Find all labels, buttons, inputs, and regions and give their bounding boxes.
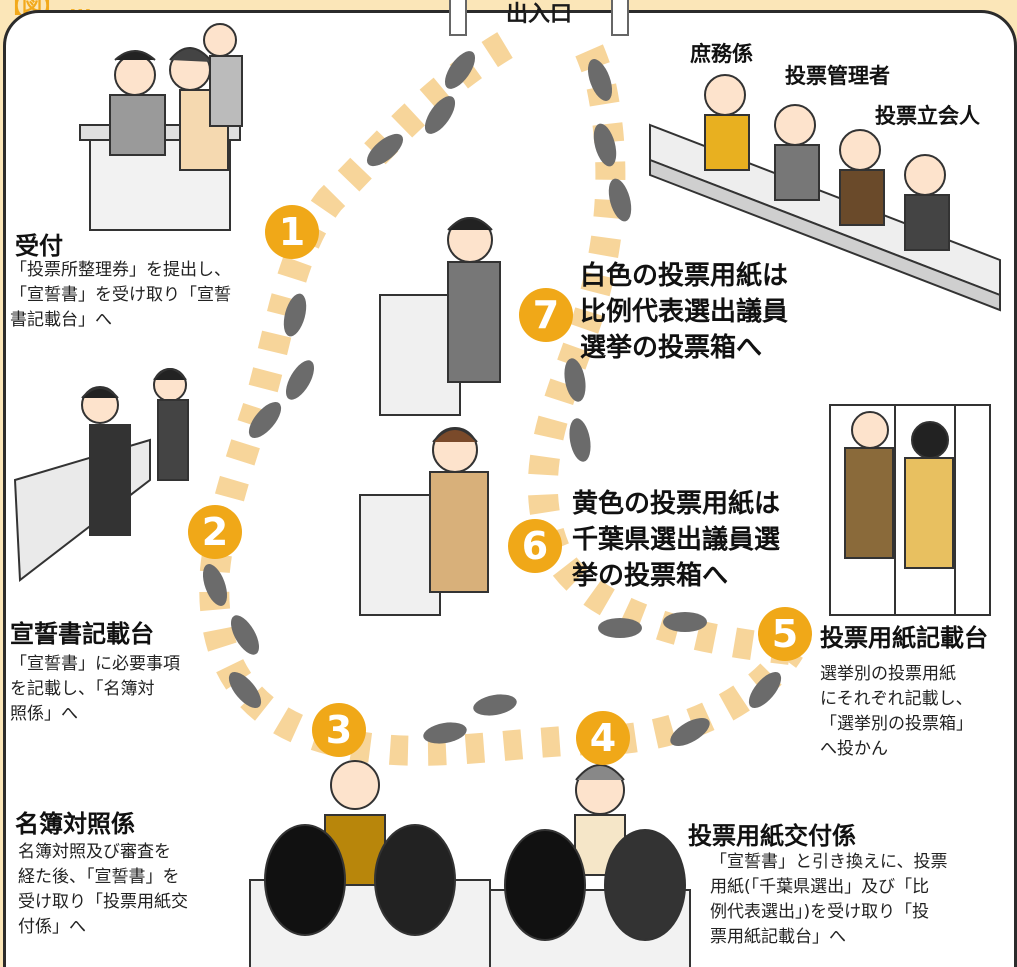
footprint: [283, 293, 307, 337]
footprint: [231, 615, 259, 655]
step-3-desc: 名簿対照及び審査を 経た後、「宣誓書」を 受け取り「投票用紙交 付係」へ: [18, 842, 188, 937]
header-strip: [0, 0, 1017, 12]
step-1-desc: 「投票所整理券」を提出し、 「宣誓書」を受け取り「宣誓 書記載台」へ: [10, 260, 231, 330]
footprint: [248, 401, 282, 439]
step-3-title: 名簿対照係: [15, 810, 135, 838]
entrance-label: 出入口: [505, 2, 572, 27]
footprint: [564, 358, 586, 402]
role-manager: 投票管理者: [785, 64, 890, 88]
footprints: [202, 51, 782, 746]
step-badge-2: 2: [188, 505, 242, 559]
footprint: [228, 671, 262, 709]
footprint: [569, 418, 591, 462]
step-2-title: 宣誓書記載台: [10, 620, 154, 648]
door-post-left: [449, 0, 467, 36]
entrance: 出入口: [449, 0, 629, 38]
path-segment-5-to-exit: [527, 24, 792, 665]
step-badge-3: 3: [312, 703, 366, 757]
door-post-right: [611, 0, 629, 36]
footprint: [473, 694, 517, 716]
path-segment-entry-to-1: [199, 32, 803, 766]
footprint: [748, 671, 782, 709]
step-1-title: 受付: [15, 232, 63, 260]
step-7-text: 白色の投票用紙は 比例代表選出議員 選挙の投票箱へ: [580, 261, 789, 363]
footprint: [286, 360, 314, 400]
step-6-text: 黄色の投票用紙は 千葉県選出議員選 挙の投票箱へ: [572, 489, 781, 591]
reception-illustration: [79, 23, 243, 231]
footprint: [366, 133, 404, 167]
footprint: [670, 718, 710, 746]
step-2-desc: 「宣誓書」に必要事項 を記載し、「名簿対 照係」へ: [10, 654, 180, 724]
step-badge-4: 4: [576, 711, 630, 765]
step-4-title: 投票用紙交付係: [688, 822, 856, 850]
ballot-issuance-illustration: [489, 764, 691, 967]
footprint: [424, 96, 456, 134]
footprint: [593, 123, 617, 167]
role-witness: 投票立会人: [875, 104, 980, 128]
step-5-title: 投票用紙記載台: [820, 624, 988, 652]
roster-check-illustration: [249, 760, 491, 967]
step-badge-6: 6: [508, 519, 562, 573]
writing-desk-illustration: [13, 368, 189, 582]
footprint: [202, 564, 228, 606]
role-clerk: 庶務係: [690, 42, 753, 66]
footprint: [444, 51, 476, 89]
footprint: [663, 612, 707, 632]
footprint: [587, 59, 613, 101]
footprint: [423, 722, 467, 744]
flow-path: [199, 24, 803, 766]
voting-booth-illustration: [829, 404, 991, 616]
footprint: [608, 178, 632, 222]
step-4-desc: 「宣誓書」と引き換えに、投票 用紙(「千葉県選出」及び「比 例代表選出」)を受け…: [710, 852, 948, 947]
step-5-desc: 選挙別の投票用紙 にそれぞれ記載し、 「選挙別の投票箱」 へ投かん: [820, 664, 973, 759]
step-badge-7: 7: [519, 288, 573, 342]
footprint: [598, 618, 642, 638]
step-badge-1: 1: [265, 205, 319, 259]
step-badge-5: 5: [758, 607, 812, 661]
ballot-box-yellow-illustration: [359, 427, 489, 616]
officials-table-illustration: [649, 74, 1001, 312]
ballot-box-white-illustration: [379, 217, 501, 416]
